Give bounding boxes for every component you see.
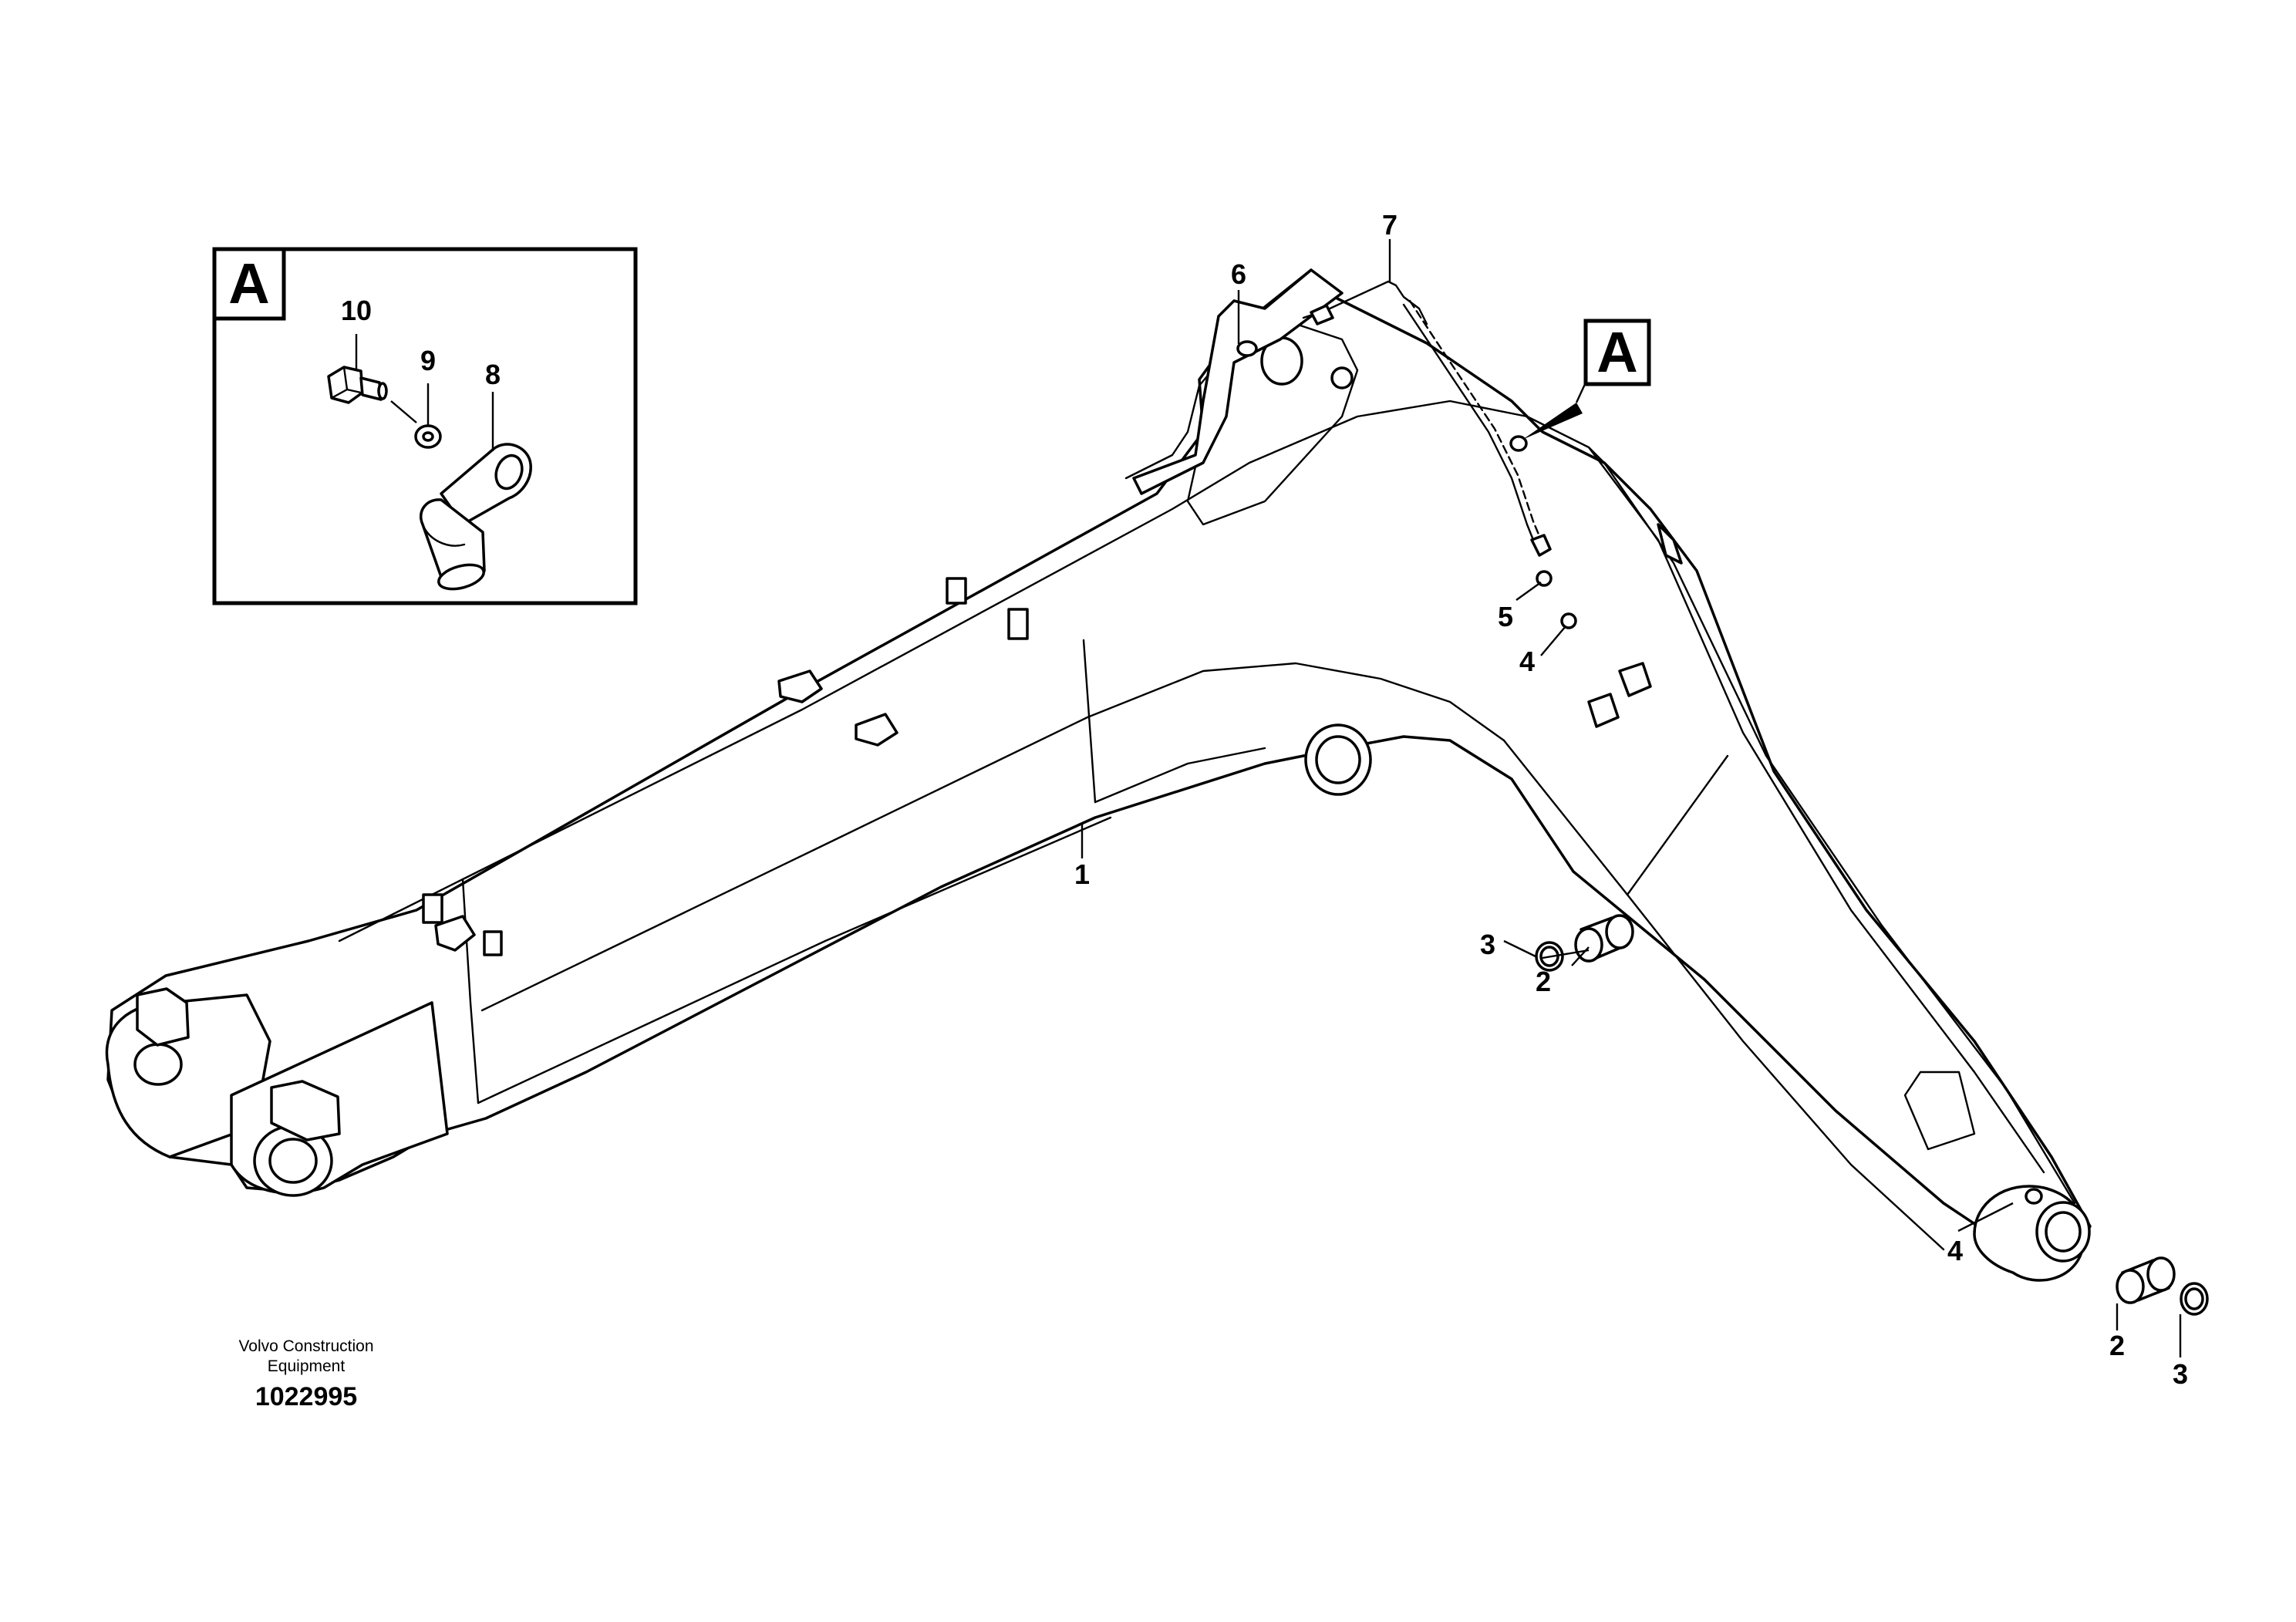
callout-number-10: 10 bbox=[341, 295, 372, 326]
callout-number-1: 1 bbox=[1074, 858, 1090, 890]
bushing-icon bbox=[1574, 914, 1634, 963]
callout-number-7: 7 bbox=[1382, 209, 1397, 241]
callout-number-3-right: 3 bbox=[2173, 1358, 2188, 1390]
callout-number-4-lower: 4 bbox=[1947, 1235, 1963, 1266]
callout-number-5: 5 bbox=[1498, 601, 1513, 632]
callout-number-3-left: 3 bbox=[1480, 929, 1495, 960]
o-ring-icon-2 bbox=[2180, 1282, 2209, 1316]
detail-inset-a: A 10 9 8 bbox=[212, 247, 638, 605]
publisher-block: Volvo Construction Equipment 1022995 bbox=[238, 1337, 373, 1411]
callout-number-8: 8 bbox=[485, 359, 501, 390]
callout-number-4-upper: 4 bbox=[1519, 646, 1535, 677]
grease-line bbox=[1236, 280, 2043, 1205]
callout-number-6: 6 bbox=[1231, 258, 1246, 290]
washer-icon bbox=[414, 424, 442, 449]
brand-line-1: Volvo Construction bbox=[238, 1337, 373, 1355]
callout-number-2-left: 2 bbox=[1536, 966, 1551, 997]
bushing-icon-2 bbox=[2116, 1256, 2176, 1304]
callout-number-9: 9 bbox=[420, 345, 436, 376]
inset-label-box bbox=[212, 247, 286, 321]
document-number: 1022995 bbox=[255, 1382, 357, 1411]
callout-number-2-right: 2 bbox=[2109, 1330, 2125, 1361]
detail-callout-label: A bbox=[1596, 320, 1637, 384]
clamp-icon bbox=[420, 443, 532, 591]
detail-callout-a: A bbox=[1522, 319, 1651, 440]
inset-label: A bbox=[228, 251, 269, 315]
brand-line-2: Equipment bbox=[268, 1357, 346, 1375]
leader-lines bbox=[1081, 239, 2182, 1357]
grease-fitting-icon bbox=[1236, 340, 1258, 357]
bolt-icon bbox=[327, 366, 417, 423]
excavator-boom bbox=[105, 268, 2092, 1282]
